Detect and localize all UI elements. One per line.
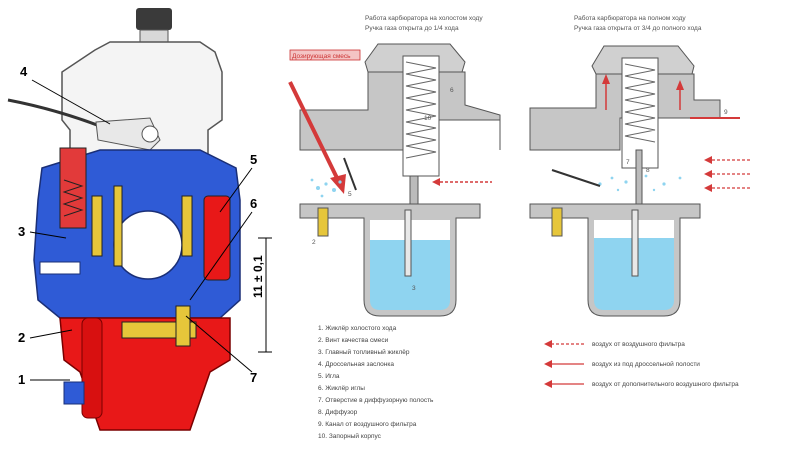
knob-neck bbox=[139, 29, 169, 43]
knurled-knob bbox=[136, 8, 172, 30]
legend-item-4: 4. Дроссельная заслонка bbox=[318, 361, 394, 368]
legend-right: воздух от воздушного фильтра воздух из п… bbox=[544, 340, 739, 388]
idle-spring bbox=[62, 179, 84, 217]
red-jet-right bbox=[203, 195, 231, 281]
venturi-bore bbox=[113, 210, 183, 280]
yellow-needle bbox=[113, 185, 123, 267]
panel2-num-9: 9 bbox=[724, 109, 728, 116]
legend-arrow-1-head bbox=[544, 340, 552, 348]
lever bbox=[95, 117, 161, 151]
dimension-label: 11 ± 0,1 bbox=[251, 255, 265, 298]
yellow-jet-right bbox=[181, 195, 193, 257]
panel2-needle bbox=[635, 149, 643, 211]
panel2-num-8: 8 bbox=[646, 167, 650, 174]
legend-right-3: воздух от дополнительного воздушного фил… bbox=[592, 381, 739, 388]
idle-screw-housing bbox=[59, 147, 87, 229]
panel2-num-7: 7 bbox=[626, 159, 630, 166]
panel1-num-3: 3 bbox=[412, 285, 416, 292]
legend-item-1: 1. Жиклёр холостого хода bbox=[318, 325, 397, 332]
panel2-up-arrow-right-head bbox=[676, 80, 684, 90]
panel1-spray bbox=[310, 178, 342, 198]
panel1-num-10: 10 bbox=[424, 115, 432, 122]
panel2-caption-1: Работа карбюратора на полном ходу bbox=[574, 14, 686, 22]
drain-fitting bbox=[63, 381, 85, 405]
panel2-caption-2: Ручка газа открыта от 3/4 до полного ход… bbox=[574, 25, 702, 32]
legend-right-2: воздух из под дроссельной полости bbox=[592, 360, 700, 368]
panel1-throttle-plate bbox=[343, 157, 357, 191]
float-needle bbox=[175, 305, 191, 347]
legend-left: 1. Жиклёр холостого хода 2. Винт качеств… bbox=[318, 325, 434, 440]
leader-3 bbox=[29, 231, 67, 239]
leader-6 bbox=[189, 211, 253, 301]
panel2-spray bbox=[598, 174, 682, 192]
leader-5 bbox=[219, 167, 253, 213]
leader-4 bbox=[31, 79, 111, 125]
lever-pivot bbox=[141, 125, 159, 143]
panel1-yellow-jet bbox=[317, 207, 329, 237]
legend-item-10: 10. Запорный корпус bbox=[318, 432, 382, 440]
leader-2 bbox=[29, 329, 73, 339]
panel2-throttle-plate bbox=[551, 169, 601, 187]
legend-item-5: 5. Игла bbox=[318, 373, 340, 380]
panel1-red-arrow-diag bbox=[288, 81, 340, 181]
panel1-red-arrow-head bbox=[330, 174, 346, 194]
panel1-num-6: 6 bbox=[450, 87, 454, 94]
legend-right-1: воздух от воздушного фильтра bbox=[592, 341, 685, 348]
leader-7 bbox=[185, 315, 253, 373]
panel2-jet-tube bbox=[631, 209, 639, 277]
panel1-tag: Дозирующая смесь bbox=[292, 53, 351, 60]
panel1-caption-2: Ручка газа открыта до 1/4 хода bbox=[365, 25, 459, 32]
panel2-air-arrows bbox=[704, 156, 752, 192]
panel-idle: Работа карбюратора на холостом ходу Ручк… bbox=[288, 14, 501, 317]
panel2-yellow-jet bbox=[551, 207, 563, 237]
label-2: 2 bbox=[18, 330, 25, 345]
label-1: 1 bbox=[18, 372, 25, 387]
legend-item-2: 2. Винт качества смеси bbox=[318, 337, 389, 344]
panel-full: Работа карбюратора на полном ходу Ручка … bbox=[529, 14, 752, 317]
float-left bbox=[81, 317, 103, 419]
panel1-num-2: 2 bbox=[312, 239, 316, 246]
legend-arrow-3-head bbox=[544, 380, 552, 388]
label-5: 5 bbox=[250, 152, 257, 167]
label-6: 6 bbox=[250, 196, 257, 211]
panel1-num-5: 5 bbox=[348, 191, 352, 198]
panel1-housing bbox=[299, 71, 501, 151]
legend-item-6: 6. Жиклёр иглы bbox=[318, 385, 365, 392]
legend-arrow-2-head bbox=[544, 360, 552, 368]
panel1-air-arrow-head bbox=[432, 178, 440, 186]
panel1-caption-1: Работа карбюратора на холостом ходу bbox=[365, 14, 483, 22]
legend-item-8: 8. Диффузор bbox=[318, 409, 358, 416]
legend-item-7: 7. Отверстие в диффузорную полость bbox=[318, 397, 434, 404]
body-slot bbox=[39, 261, 81, 275]
label-7: 7 bbox=[250, 370, 257, 385]
carburetor-cross-section: 4 3 2 1 5 6 7 11 ± 0,1 bbox=[7, 8, 272, 431]
legend-item-9: 9. Канал от воздушного фильтра bbox=[318, 421, 417, 428]
panel2-up-arrow-left-head bbox=[602, 74, 610, 84]
panel1-spring bbox=[405, 61, 437, 159]
yellow-jet-left bbox=[91, 195, 103, 257]
panel2-spring bbox=[624, 63, 656, 143]
label-4: 4 bbox=[20, 64, 28, 79]
panel1-needle bbox=[409, 175, 419, 207]
panel1-jet-tube bbox=[404, 209, 412, 277]
panel1-slide bbox=[402, 55, 440, 177]
legend-item-3: 3. Главный топливный жиклёр bbox=[318, 348, 410, 356]
panel1-tag-box bbox=[289, 49, 361, 61]
label-3: 3 bbox=[18, 224, 25, 239]
